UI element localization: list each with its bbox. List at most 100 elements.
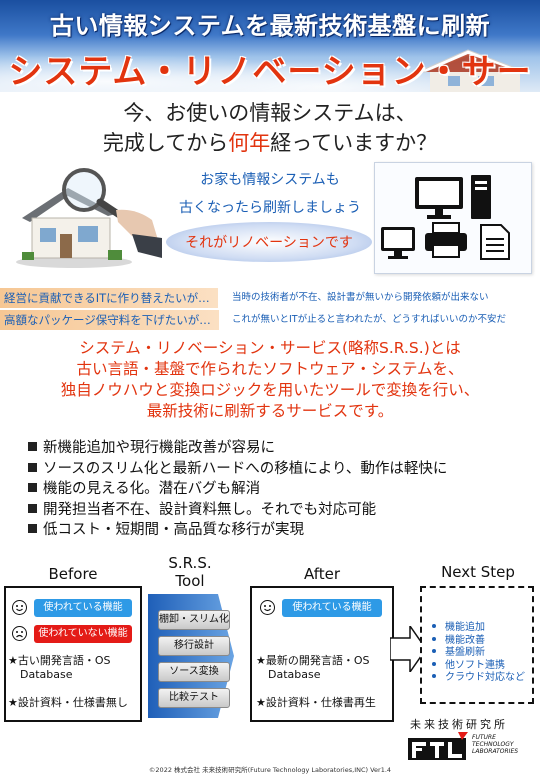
- monitor-icon: [381, 227, 415, 259]
- header-title: 古い情報システムを最新技術基盤に刷新: [49, 12, 491, 40]
- tool-label: S.R.S. Tool: [148, 554, 232, 590]
- next-step-item: クラウド対応など: [432, 672, 525, 685]
- next-step-text: 基盤刷新: [445, 647, 485, 658]
- dot-bullet-icon: [432, 636, 436, 641]
- renovation-highlight: それがリノベーションです: [185, 235, 353, 251]
- before-docs: ★設計資料・仕様書無し: [8, 696, 128, 709]
- next-arrow-icon: [390, 626, 426, 672]
- question-prefix: 完成してから: [102, 131, 229, 155]
- header-subtitle: システム・リノベーション・サービス: [8, 52, 532, 92]
- step-inventory-slim: 棚卸・スリム化: [158, 610, 230, 630]
- unused-functions-pill: 使われていない機能: [34, 625, 132, 643]
- smile-icon: [260, 600, 275, 615]
- next-step-list: 機能追加 機能改善 基盤刷新 他ソフト連携 クラウド対応など: [432, 622, 525, 685]
- definition-line: 最新技術に刷新するサービスです。: [146, 402, 394, 420]
- before-lang-line-1: ★古い開発言語・OS: [8, 654, 111, 667]
- lead-question: 今、お使いの情報システムは、 完成してから何年経っていますか？: [0, 98, 540, 158]
- step-source-conversion: ソース変換: [158, 662, 230, 682]
- dot-bullet-icon: [432, 649, 436, 653]
- feature-text: 新機能追加や現行機能改善が容易に: [43, 440, 275, 456]
- header-banner: 古い情報システムを最新技術基盤に刷新 システム・リノベーション・サービス: [0, 0, 540, 92]
- ftl-logo-mark-icon: [408, 732, 468, 760]
- before-lang-line-2: Database: [20, 668, 73, 681]
- square-bullet-icon: [28, 483, 37, 492]
- feature-list: 新機能追加や現行機能改善が容易に ソースのスリム化と最新ハードへの移植により、動…: [28, 438, 528, 541]
- square-bullet-icon: [28, 524, 37, 533]
- square-bullet-icon: [28, 442, 37, 451]
- definition-line: 独自ノウハウと変換ロジックを用いたツールで変換を行い、: [60, 381, 480, 399]
- after-docs: ★設計資料・仕様書再生: [256, 696, 376, 709]
- definition-line: システム・リノベーション・サービス(略称S.R.S.)とは: [79, 339, 461, 357]
- problem-left-text: 高額なパッケージ保守料を下げたいが…: [0, 310, 219, 330]
- pc-tower-icon: [471, 175, 491, 219]
- dot-bullet-icon: [432, 624, 436, 628]
- question-highlight: 何年: [228, 131, 271, 155]
- speech-line-2: 古くなったら刷新しましょう: [179, 200, 361, 216]
- dot-bullet-icon: [432, 661, 436, 666]
- next-step-text: 他ソフト連携: [445, 659, 505, 671]
- feature-item: 新機能追加や現行機能改善が容易に: [28, 438, 528, 459]
- feature-text: 開発担当者不在、設計資料無し。それでも対応可能: [43, 501, 377, 518]
- problem-left-text: 経営に貢献できるITに作り替えたいが…: [0, 288, 218, 308]
- service-definition: システム・リノベーション・サービス(略称S.R.S.)とは 古い言語・基盤で作ら…: [0, 338, 540, 422]
- feature-item: ソースのスリム化と最新ハードへの移植により、動作は軽快に: [28, 459, 528, 480]
- used-functions-pill: 使われている機能: [34, 599, 132, 617]
- next-step-item: 他ソフト連携: [432, 660, 525, 673]
- smile-icon: [12, 600, 27, 615]
- before-frame: 使われている機能 使われていない機能 ★古い開発言語・OS Database ★…: [4, 586, 142, 722]
- devices-panel: [374, 162, 532, 274]
- tool-label-line-1: S.R.S.: [168, 554, 212, 572]
- question-line-1: 今、お使いの情報システムは、: [123, 101, 417, 125]
- square-bullet-icon: [28, 503, 37, 513]
- step-migration-design: 移行設計: [158, 636, 230, 656]
- after-frame: 使われている機能 ★最新の開発言語・OS Database ★設計資料・仕様書再…: [250, 586, 394, 722]
- footer-copyright: ©2022 株式会社 未来技術研究所(Future Technology Lab…: [148, 766, 392, 774]
- feature-text: 低コスト・短期間・高品質な移行が実現: [43, 522, 304, 538]
- company-logo: 未来技術研究所 FUTURE TECHNOLOGY LABORATORIES: [402, 716, 536, 764]
- next-step-text: 機能追加: [445, 622, 485, 633]
- next-step-label: Next Step: [441, 563, 515, 581]
- definition-line: 古い言語・基盤で作られたソフトウェア・システムを、: [76, 360, 464, 378]
- frown-icon: [12, 626, 27, 641]
- speech-line-1: お家も情報システムも: [200, 172, 340, 188]
- problem-right-text: 当時の技術者が不在、設計書が無いから開発依頼が出来ない: [232, 292, 489, 303]
- next-step-item: 機能追加: [432, 622, 525, 635]
- step-comparison-test: 比較テスト: [158, 688, 230, 708]
- feature-item: 機能の見える化。潜在バグも解消: [28, 479, 528, 500]
- monitor-icon: [415, 177, 463, 219]
- document-icon: [480, 224, 510, 260]
- next-step-frame: [420, 586, 534, 704]
- question-suffix: 経っていますか？: [270, 131, 438, 155]
- dot-bullet-icon: [432, 674, 436, 678]
- next-step-item: 機能改善: [432, 635, 525, 648]
- next-step-text: クラウド対応など: [445, 672, 525, 683]
- feature-text: 機能の見える化。潜在バグも解消: [43, 481, 261, 497]
- logo-en-line: LABORATORIES: [472, 748, 519, 755]
- next-step-text: 機能改善: [445, 634, 485, 646]
- logo-en-line: TECHNOLOGY: [472, 741, 514, 748]
- logo-en-text: FUTURE TECHNOLOGY LABORATORIES: [472, 734, 518, 755]
- logo-en-line: FUTURE: [472, 734, 496, 741]
- problem-row: 高額なパッケージ保守料を下げたいが… これが無いとITが止ると言われたが、どうす…: [0, 310, 540, 330]
- feature-item: 開発担当者不在、設計資料無し。それでも対応可能: [28, 500, 528, 521]
- speech-text: お家も情報システムも 古くなったら刷新しましょう: [172, 166, 368, 222]
- next-step-item: 基盤刷新: [432, 647, 525, 660]
- highlight-oval: [166, 222, 372, 262]
- printer-icon: [425, 222, 467, 258]
- feature-item: 低コスト・短期間・高品質な移行が実現: [28, 520, 528, 541]
- tool-label-line-2: Tool: [175, 572, 205, 590]
- square-bullet-icon: [28, 462, 37, 472]
- problem-right-text: これが無いとITが止ると言われたが、どうすればいいのか不安だ: [232, 314, 506, 325]
- after-lang-line-1: ★最新の開発言語・OS: [256, 654, 370, 667]
- logo-kanji: 未来技術研究所: [410, 718, 508, 731]
- house-magnifier-illustration: [12, 162, 162, 270]
- used-functions-pill: 使われている機能: [282, 599, 382, 617]
- problem-row: 経営に貢献できるITに作り替えたいが… 当時の技術者が不在、設計書が無いから開発…: [0, 288, 540, 308]
- after-lang-line-2: Database: [268, 668, 321, 681]
- before-label: Before: [48, 565, 98, 583]
- feature-text: ソースのスリム化と最新ハードへの移植により、動作は軽快に: [43, 460, 448, 477]
- question-line-2: 完成してから何年経っていますか？: [0, 128, 540, 158]
- house-roof-illustration: [417, 49, 527, 92]
- after-label: After: [303, 565, 341, 583]
- computer-devices-icons: [381, 175, 510, 260]
